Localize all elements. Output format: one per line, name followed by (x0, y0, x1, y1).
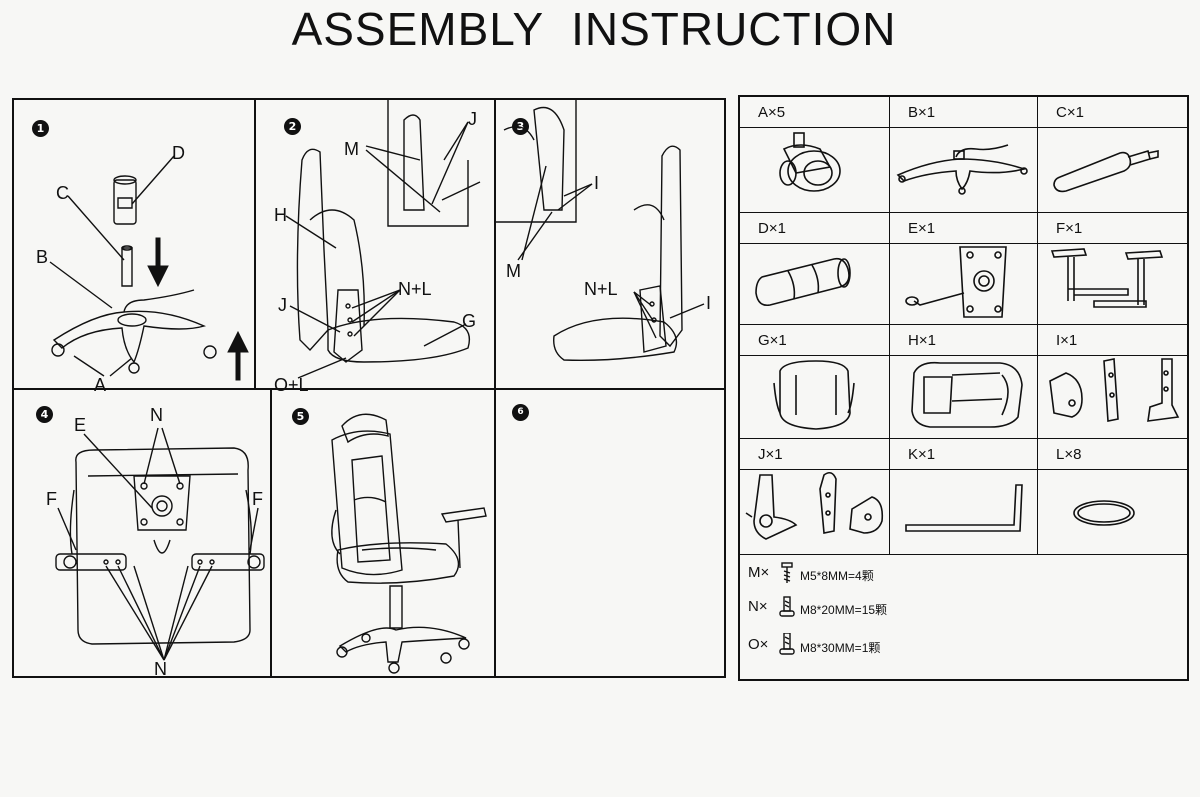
part-cell-l: L×8 (1038, 439, 1187, 555)
part-label-i: I (706, 293, 712, 313)
part-label-m: M (506, 261, 521, 281)
part-label-n-top: N (150, 405, 163, 425)
step-4-illustration (14, 390, 270, 678)
bracket-set-icon (1049, 358, 1180, 422)
grid-divider (270, 388, 272, 678)
part-label-c: C (56, 183, 69, 203)
gas-lift-icon (1053, 149, 1159, 193)
step-number-badge: 1 (32, 120, 49, 137)
part-label-o-l: O+L (274, 375, 309, 395)
part-label-j-top: J (468, 109, 477, 129)
parts-list-panel: A×5 B×1 C×1 (738, 95, 1189, 681)
part-quantity: C×1 (1056, 104, 1084, 121)
part-cell-i: I×1 (1038, 325, 1187, 439)
part-label-n-l: N+L (584, 279, 618, 299)
part-quantity: B×1 (908, 104, 936, 121)
part-cell-e: E×1 (890, 213, 1038, 325)
seat-cushion-icon (773, 360, 855, 430)
part-cell-f: F×1 (1038, 213, 1187, 325)
allen-key-icon (905, 484, 1023, 532)
part-cell-d: D×1 (740, 213, 890, 325)
part-quantity: A×5 (758, 104, 786, 121)
part-label-a: A (94, 375, 107, 395)
part-quantity: L×8 (1056, 446, 1082, 463)
part-cell-k: K×1 (890, 439, 1038, 555)
step-number-badge: 5 (292, 408, 309, 425)
star-base-icon (896, 144, 1028, 195)
step-5: 5 (270, 390, 494, 678)
recline-bracket-icon (745, 471, 884, 540)
part-cell-c: C×1 (1038, 97, 1187, 213)
part-label-f-right: F (252, 489, 263, 509)
part-quantity: H×1 (908, 332, 936, 349)
part-label-n-l: N+L (398, 279, 432, 299)
step-3-illustration (494, 100, 724, 388)
washer-ring-icon (1073, 500, 1135, 526)
step-number-badge: 4 (36, 406, 53, 423)
part-quantity: K×1 (908, 446, 936, 463)
part-quantity: I×1 (1056, 332, 1078, 349)
step-4: 4 E N F F N (14, 390, 270, 678)
part-quantity: F×1 (1056, 220, 1083, 237)
part-cell-g: G×1 (740, 325, 890, 439)
step-6: 6 (494, 390, 724, 678)
tilt-mechanism-icon (905, 246, 1007, 318)
step-number-badge: 2 (284, 118, 301, 135)
part-label-g: G (462, 311, 477, 331)
part-label-h: H (274, 205, 287, 225)
part-cell-h: H×1 (890, 325, 1038, 439)
step-5-illustration (270, 390, 494, 678)
grid-divider (254, 100, 256, 388)
grid-divider (14, 388, 724, 390)
part-quantity: E×1 (908, 220, 936, 237)
screw-icon (779, 596, 795, 617)
armrest-pair-icon (1050, 248, 1164, 308)
step-number-badge: 6 (512, 404, 529, 421)
step-1: 1 D C B A (14, 100, 254, 394)
screw-spec: M8*30MM=1颗 (800, 641, 881, 655)
part-label-j: J (278, 295, 287, 315)
part-quantity: D×1 (758, 220, 786, 237)
part-cell-j: J×1 (740, 439, 890, 555)
gas-lift-cover-icon (755, 257, 851, 307)
step-1-illustration (14, 100, 254, 388)
part-label-d: D (172, 143, 185, 163)
screw-icon (781, 562, 793, 583)
screw-code: O× (748, 636, 769, 653)
part-label-m: M (344, 139, 359, 159)
part-label-e: E (74, 415, 87, 435)
screw-code: N× (748, 598, 768, 615)
step-3: 3 I M N+L I (494, 100, 724, 388)
screw-spec: M5*8MM=4颗 (800, 569, 874, 583)
part-label-f-left: F (46, 489, 57, 509)
step-2-illustration (254, 100, 494, 388)
screw-spec: M8*20MM=15颗 (800, 603, 888, 617)
backrest-icon (911, 361, 1023, 428)
part-quantity: G×1 (758, 332, 787, 349)
screw-code: M× (748, 564, 770, 581)
part-cell-b: B×1 (890, 97, 1038, 213)
screw-list: M× M5*8MM=4颗 N× M8*20MM=15颗 O× M8*30MM=1… (740, 555, 1187, 679)
assembly-steps-panel: 1 D C B A (12, 98, 726, 678)
screw-icon (779, 633, 795, 655)
part-cell-a: A×5 (740, 97, 890, 213)
page-title: ASSEMBLY INSTRUCTION (291, 3, 897, 55)
part-label-b: B (36, 247, 49, 267)
part-label-n-bottom: N (154, 659, 167, 679)
step-2: 2 M J H N+L J G O+L (254, 100, 494, 394)
part-label-i-top: I (594, 173, 600, 193)
caster-wheel-icon (779, 132, 841, 192)
part-quantity: J×1 (758, 446, 783, 463)
